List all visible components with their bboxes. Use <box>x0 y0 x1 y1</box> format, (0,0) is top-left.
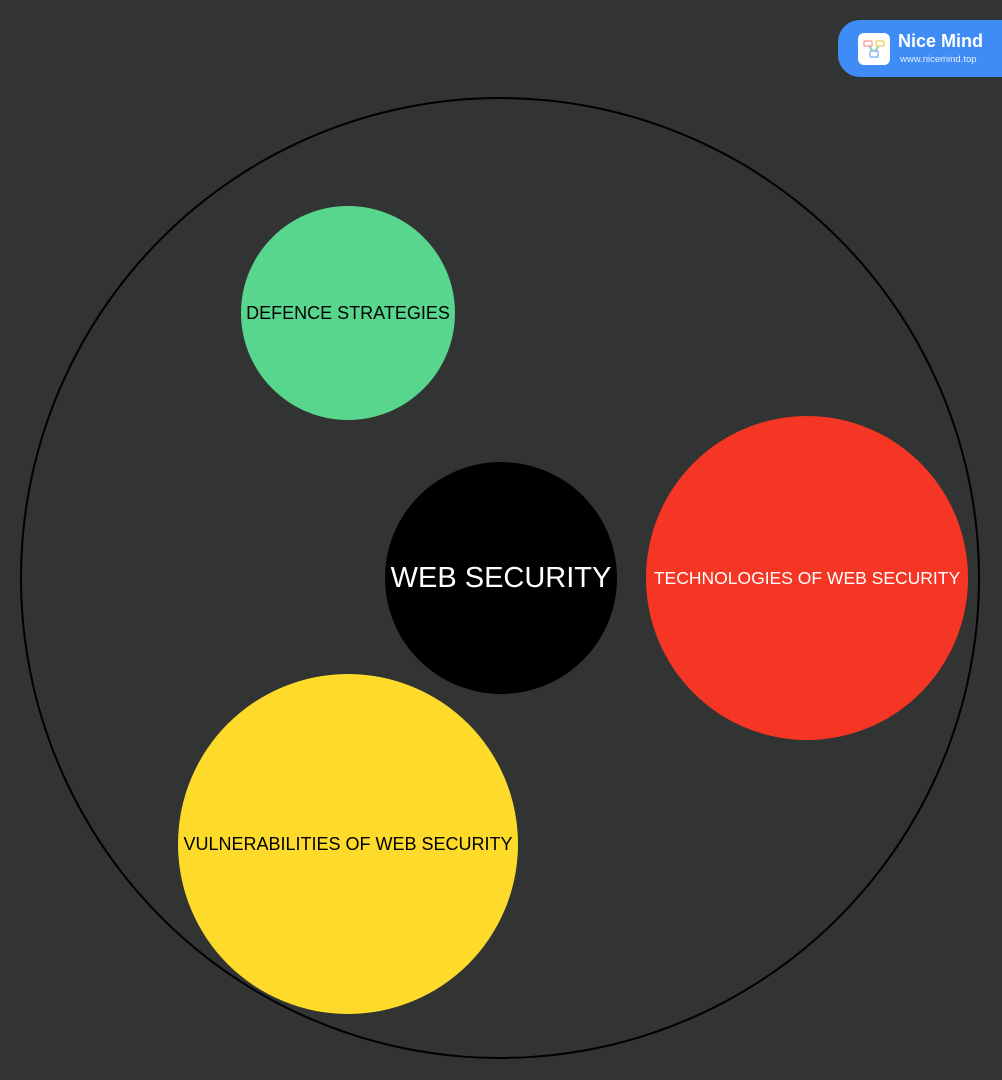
outer-boundary-circle <box>20 97 980 1059</box>
topic-technologies-of-web-security[interactable]: TECHNOLOGIES OF WEB SECURITY <box>646 416 968 740</box>
topic-vulnerabilities-of-web-security[interactable]: VULNERABILITIES OF WEB SECURITY <box>178 674 518 1014</box>
topic-label: DEFENCE STRATEGIES <box>246 302 450 323</box>
central-topic-label: WEB SECURITY <box>390 561 612 594</box>
brand-name: Nice Mind <box>898 31 984 52</box>
topic-label: TECHNOLOGIES OF WEB SECURITY <box>653 567 961 588</box>
brand-badge[interactable]: Nice Mind www.nicemind.top <box>838 20 1002 77</box>
mindmap-logo-icon <box>858 32 890 65</box>
brand-url: www.nicemind.top <box>900 54 977 66</box>
central-topic-web-security[interactable]: WEB SECURITY <box>385 462 617 694</box>
topic-defence-strategies[interactable]: DEFENCE STRATEGIES <box>241 206 455 420</box>
topic-label: VULNERABILITIES OF WEB SECURITY <box>183 833 513 854</box>
